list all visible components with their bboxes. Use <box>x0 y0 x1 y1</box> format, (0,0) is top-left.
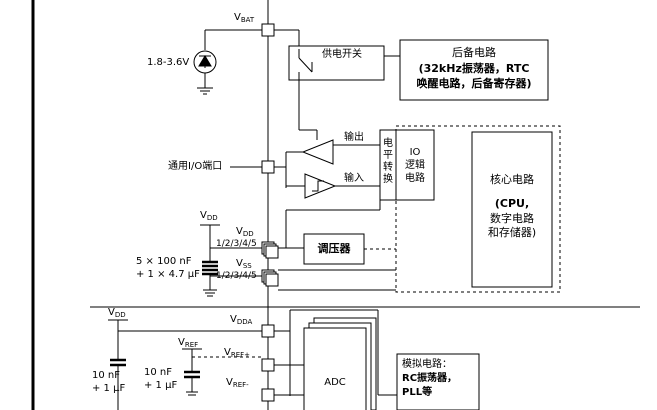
adc-label: ADC <box>324 377 346 388</box>
cap-ref1: 10 nF <box>144 367 172 378</box>
vdda-label: VDDA <box>230 314 253 326</box>
vdda-pin <box>261 324 275 338</box>
vdd-pins-label: VDD <box>236 226 254 238</box>
adc-box <box>303 327 367 410</box>
vref-plus-pin <box>261 358 275 372</box>
vref-label: VREF <box>178 337 199 349</box>
vss-pins-label: VSS <box>236 258 252 270</box>
vref-minus-label: VREF- <box>226 377 249 389</box>
vdd-cap-label: VDD <box>200 210 218 222</box>
cap-bottom1: 10 nF <box>92 370 120 381</box>
vdd-pins-nums: 1/2/3/4/5 <box>216 239 257 249</box>
vref-plus-label: VREF+ <box>224 347 251 359</box>
core-line4: 和存储器) <box>487 226 537 239</box>
vbat-label: VBAT <box>234 12 255 24</box>
vref-minus-pin <box>261 388 275 402</box>
vss-pins-nums: 1/2/3/4/5 <box>216 271 257 281</box>
cap-ref2: + 1 μF <box>144 380 178 391</box>
power-switch-label: 供电开关 <box>322 49 362 60</box>
analog-title: 模拟电路： <box>402 359 452 370</box>
backup-line2: (32kHz振荡器，RTC <box>418 62 530 75</box>
analog-line3: PLL等 <box>402 387 433 398</box>
output-label: 输出 <box>344 132 364 143</box>
analog-circuit-box <box>396 353 480 410</box>
input-buffer <box>304 173 337 199</box>
output-buffer <box>301 139 334 165</box>
backup-title: 后备电路 <box>452 46 496 59</box>
regulator-label: 调压器 <box>317 242 351 255</box>
vbat-pin <box>261 23 275 37</box>
core-line3: 数字电路 <box>490 212 534 225</box>
analog-line2: RC振荡器， <box>402 373 458 384</box>
core-domain-outline <box>395 125 561 293</box>
core-line2: (CPU, <box>494 197 530 210</box>
level-shift-label: 电 平 转 换 <box>383 138 393 185</box>
io-logic-box <box>395 129 435 201</box>
backup-line3: 唤醒电路，后备寄存器) <box>416 77 532 90</box>
input-label: 输入 <box>344 173 364 184</box>
power-switch-box <box>288 45 385 81</box>
cap-desc1: 5 × 100 nF <box>136 256 192 267</box>
core-circuit-box <box>471 131 553 288</box>
gpio-pin <box>261 160 275 174</box>
cap-desc2: + 1 × 4.7 μF <box>136 269 200 280</box>
backup-circuit-box <box>399 39 549 101</box>
battery-range-label: 1.8-3.6V <box>147 57 190 68</box>
io-logic-label: IO 逻辑 电路 <box>405 147 425 184</box>
cap-bottom2: + 1 μF <box>92 383 126 394</box>
core-title: 核心电路 <box>490 173 534 186</box>
vdd-bottom-label: VDD <box>108 307 126 319</box>
gpio-label: 通用I/O端口 <box>168 161 223 172</box>
